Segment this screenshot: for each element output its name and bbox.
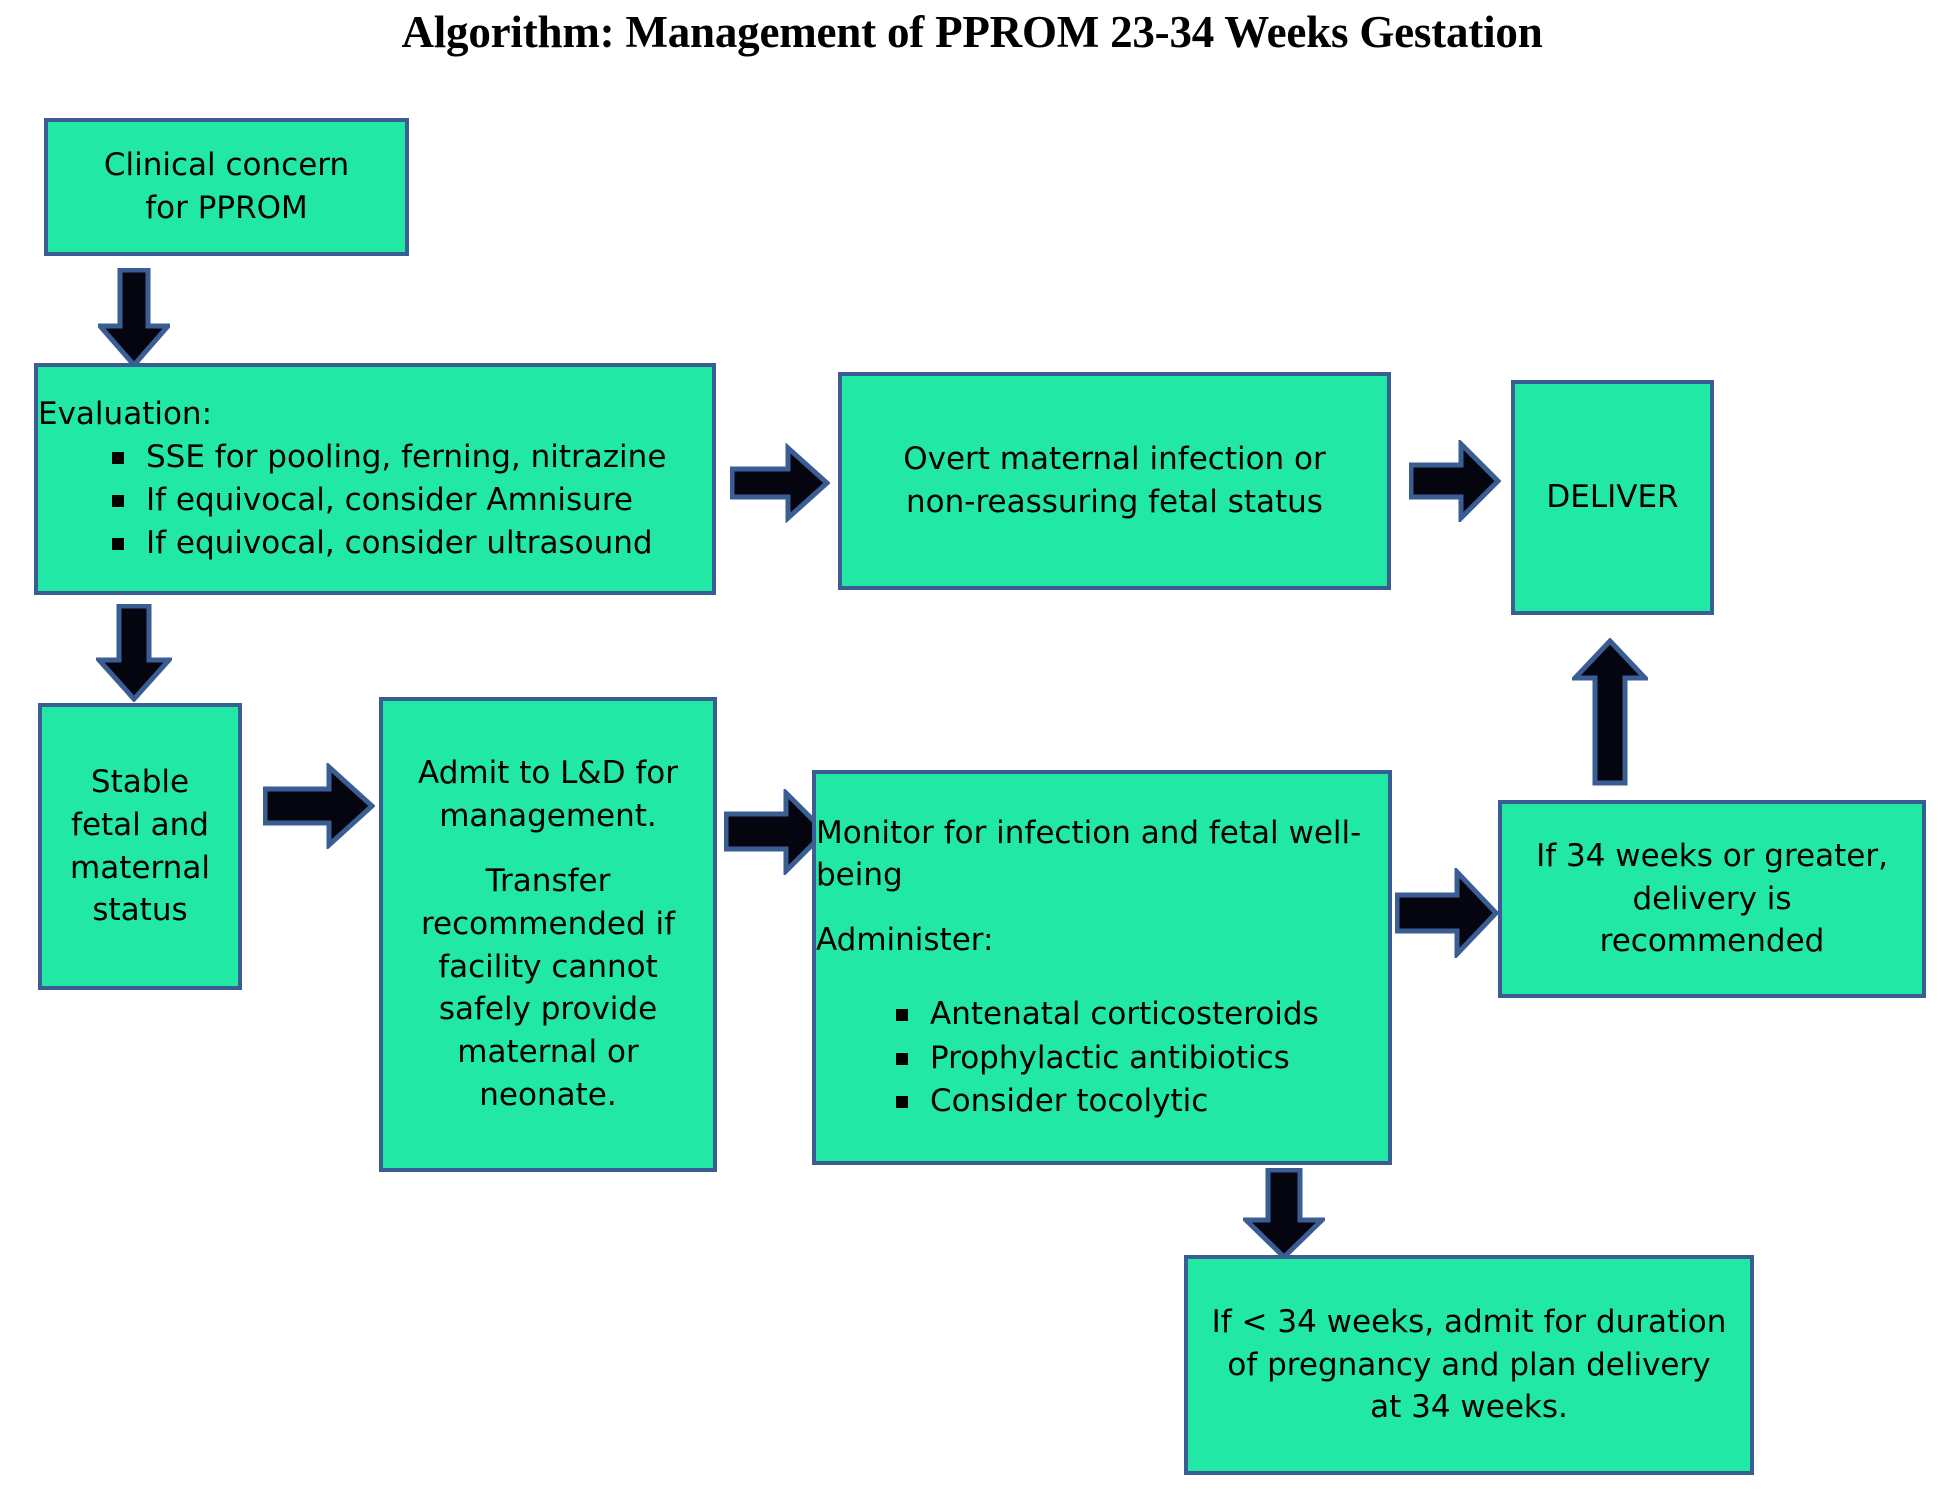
node-ge34-weeks-line1: If 34 weeks or greater, <box>1536 837 1888 874</box>
node-monitor-line1: Monitor for infection and fetal well-bei… <box>816 814 1362 894</box>
node-deliver[interactable]: DELIVER <box>1511 380 1714 615</box>
arrow-admit-to-monitor <box>724 789 828 875</box>
node-lt34-weeks[interactable]: If < 34 weeks, admit for duration of pre… <box>1184 1255 1754 1475</box>
node-admit-ld[interactable]: Admit to L&D for management. Transfer re… <box>379 697 717 1172</box>
arrow-monitor-to-lt34 <box>1243 1168 1325 1260</box>
node-deliver-label: DELIVER <box>1546 479 1679 516</box>
node-overt-infection[interactable]: Overt maternal infection or non-reassuri… <box>838 372 1391 590</box>
list-item: If equivocal, consider ultrasound <box>112 522 712 565</box>
node-clinical-concern-line1: Clinical concern <box>103 147 350 184</box>
node-ge34-weeks[interactable]: If 34 weeks or greater, delivery is reco… <box>1498 800 1926 998</box>
arrow-evaluation-to-overt-infection <box>730 443 830 523</box>
list-item: Antenatal corticosteroids <box>896 993 1388 1036</box>
arrow-stable-to-admit <box>263 763 375 849</box>
node-evaluation-heading: Evaluation: <box>38 396 213 433</box>
node-monitor-bullet-list: Antenatal corticosteroids Prophylactic a… <box>816 993 1388 1123</box>
list-item: If equivocal, consider Amnisure <box>112 479 712 522</box>
node-evaluation-bullet-list: SSE for pooling, ferning, nitrazine If e… <box>38 436 712 564</box>
node-clinical-concern[interactable]: Clinical concern for PPROM <box>44 118 409 256</box>
node-overt-infection-line1: Overt maternal infection or <box>903 441 1326 478</box>
page-title: Algorithm: Management of PPROM 23-34 Wee… <box>401 7 1543 57</box>
list-item: Prophylactic antibiotics <box>896 1037 1388 1080</box>
node-stable-status-line4: status <box>92 892 188 929</box>
node-stable-status-line3: maternal <box>70 849 210 886</box>
node-stable-status-line1: Stable <box>90 763 190 800</box>
arrow-clinical-to-evaluation <box>98 268 170 368</box>
node-evaluation[interactable]: Evaluation: SSE for pooling, ferning, ni… <box>34 363 716 595</box>
node-clinical-concern-line2: for PPROM <box>145 190 308 226</box>
arrow-ge34-to-deliver <box>1572 638 1648 786</box>
node-monitor[interactable]: Monitor for infection and fetal well-bei… <box>812 770 1392 1165</box>
node-lt34-weeks-line1: If < 34 weeks, admit for duration <box>1211 1303 1727 1340</box>
list-item: Consider tocolytic <box>896 1080 1388 1123</box>
node-lt34-weeks-line3: at 34 weeks. <box>1370 1389 1568 1426</box>
arrow-evaluation-to-stable <box>96 604 172 702</box>
list-item: SSE for pooling, ferning, nitrazine <box>112 436 712 479</box>
node-stable-status-line2: fetal and <box>71 806 209 843</box>
node-overt-infection-line2: non-reassuring fetal status <box>906 484 1323 520</box>
arrow-overt-infection-to-deliver <box>1409 440 1501 522</box>
node-stable-status[interactable]: Stable fetal and maternal status <box>38 703 242 990</box>
node-ge34-weeks-line3: recommended <box>1599 923 1825 960</box>
node-monitor-line2: Administer: <box>816 922 994 959</box>
arrow-monitor-to-ge34 <box>1395 868 1499 958</box>
node-lt34-weeks-line2: of pregnancy and plan delivery <box>1227 1346 1711 1383</box>
node-admit-ld-para2: Transfer recommended if facility cannot … <box>420 863 676 1113</box>
node-admit-ld-para1: Admit to L&D for management. <box>418 755 678 835</box>
node-ge34-weeks-line2: delivery is <box>1632 880 1792 917</box>
